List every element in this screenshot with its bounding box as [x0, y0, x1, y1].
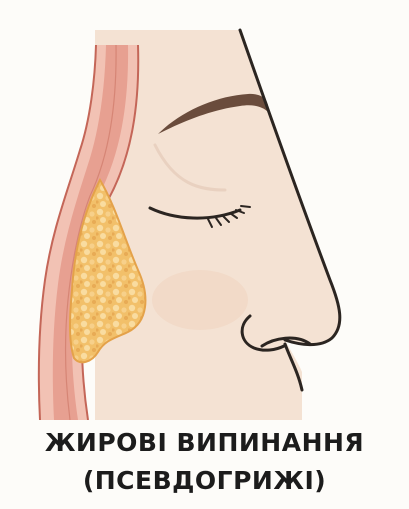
eyelashes: [207, 205, 251, 228]
caption-title: ЖИРОВІ ВИПИНАННЯ: [44, 428, 365, 457]
tissue-line-middle: [64, 44, 117, 420]
face-skin: [95, 30, 340, 420]
eyebrow: [158, 93, 269, 134]
nostril: [260, 336, 312, 348]
nasal-ala: [240, 314, 286, 352]
caption-subtitle: (ПСЕВДОГРИЖІ): [82, 466, 327, 495]
fat-herniation-illustration: [37, 28, 342, 420]
fat-pad: [69, 177, 147, 364]
face-profile-contour: [238, 28, 342, 347]
tissue-line-inner: [37, 44, 97, 420]
cheek-shade: [152, 270, 248, 330]
upper-lip: [283, 342, 304, 392]
eye-crease: [153, 143, 227, 192]
